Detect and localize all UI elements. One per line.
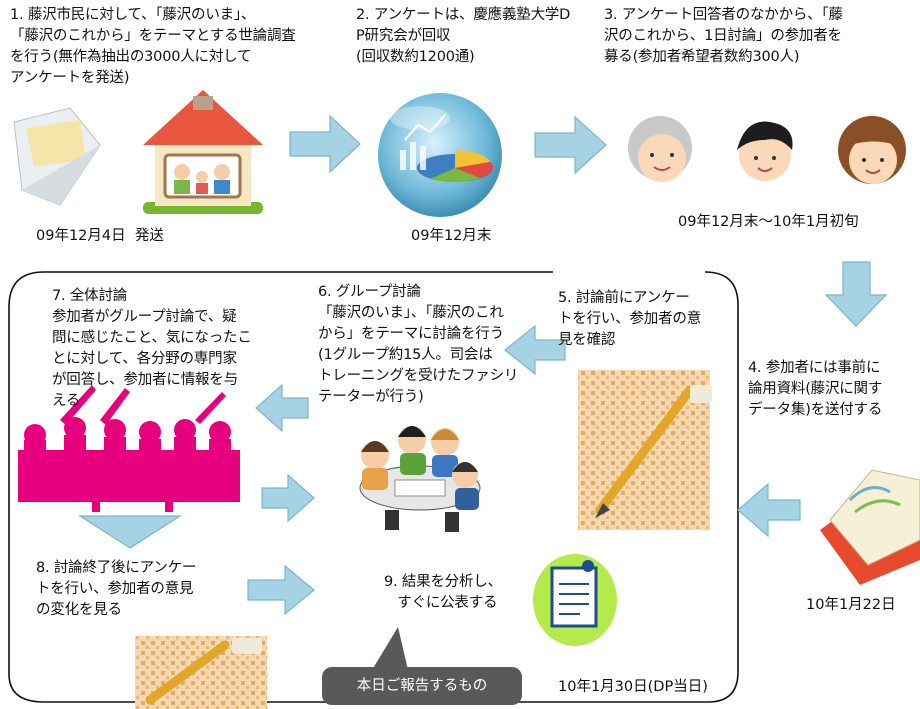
step-5-text: 5. 討論前にアンケー トを行い、参加者の意 見を確認: [558, 290, 701, 348]
survey-globe-icon: [378, 93, 502, 217]
step-7-text: 7. 全体討論 参加者がグループ討論で、疑 問に感じたこと、気になったこ とに対…: [52, 288, 252, 409]
step-2-text: 2. アンケートは、慶應義塾大学D P研究会が回収 (回収数約1200通): [356, 7, 571, 65]
step-3-text: 3. アンケート回答者のなかから、「藤 沢のこれから、1日討論」の参加者を 募る…: [604, 7, 843, 65]
date-step-9: 10年1月30日(DP当日): [558, 679, 708, 695]
step-4-text: 4. 参加者には事前に 論用資料(藤沢に関す データ集)を送付する: [748, 360, 883, 418]
arrow-right-1: [289, 114, 361, 174]
open-book-icon: [820, 469, 920, 585]
step-8-text: 8. 討論終了後にアンケー トを行い、参加者の意見 の変化を見る: [36, 560, 197, 618]
date-step-3: 09年12月末〜10年1月初旬: [678, 214, 859, 230]
date-step-2: 09年12月末: [411, 228, 492, 244]
date-step-1: 09年12月4日 発送: [36, 228, 164, 244]
arrow-right-4: [247, 564, 315, 616]
arrow-left-3: [255, 383, 309, 433]
step-6-text: 6. グループ討論 「藤沢のいま」、「藤沢のこれ から」をテーマに討論を行う (…: [318, 284, 519, 405]
man-icon: [737, 121, 793, 181]
house-icon: [143, 90, 263, 214]
elderly-woman-icon: [628, 116, 692, 182]
step-1-text: 1. 藤沢市民に対して、「藤沢のいま」、 「藤沢のこれから」をテーマとする世論調…: [10, 7, 296, 86]
report-callout: 本日ご報告するもの: [322, 667, 522, 705]
arrow-left-2: [504, 324, 566, 376]
date-step-4: 10年1月22日: [806, 597, 896, 613]
pencil-paper-photo-2: [135, 636, 267, 709]
discussion-frame: [8, 271, 739, 703]
step-9-text: 9. 結果を分析し、 すぐに公表する: [384, 574, 502, 611]
memo-note-icon: [533, 554, 617, 646]
pencil-paper-photo: [578, 370, 712, 530]
arrow-right-2: [534, 115, 607, 175]
callout-pointer: [372, 627, 408, 670]
envelope-icon: [13, 107, 101, 206]
arrow-down-2: [77, 515, 183, 549]
woman-icon: [838, 116, 906, 184]
arrow-right-3: [261, 473, 315, 523]
arrow-left-1: [737, 482, 801, 538]
arrow-down-1: [824, 261, 888, 327]
audience-silhouette-icon: [18, 385, 240, 512]
group-discussion-icon: [359, 426, 481, 532]
